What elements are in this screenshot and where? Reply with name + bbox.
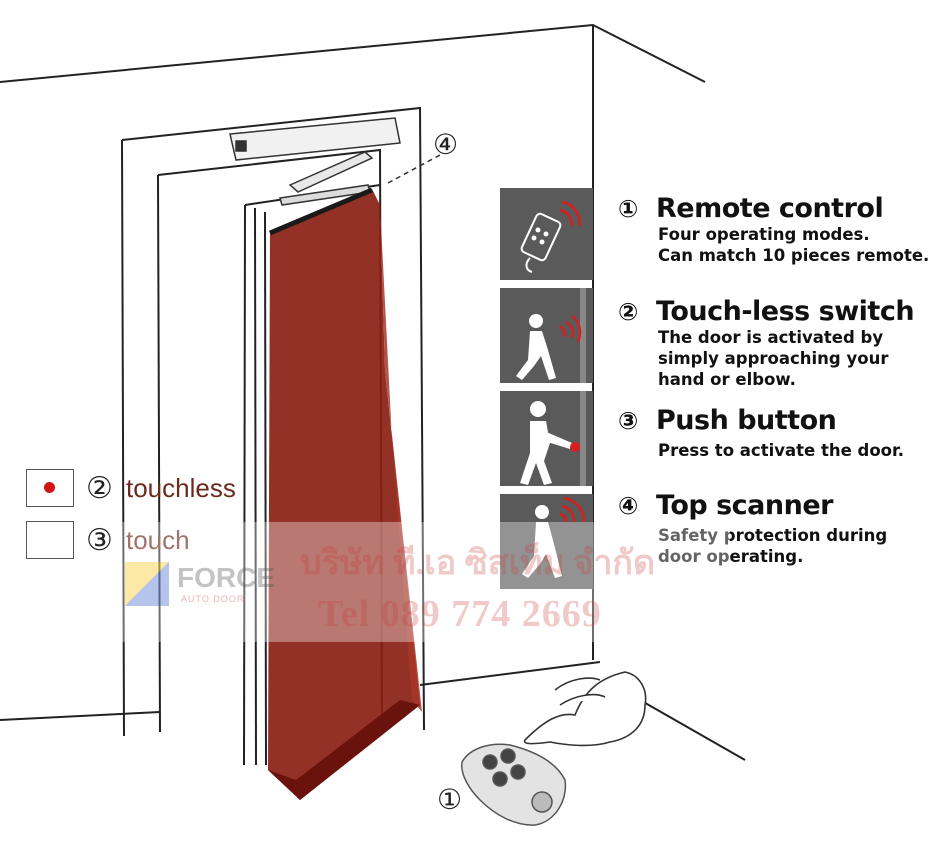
walking-person-scanner-icon: [500, 494, 593, 589]
logo-subtext: AUTO DOOR: [181, 594, 245, 604]
callout-leader: [387, 154, 441, 184]
legend-label: touch: [126, 524, 190, 555]
watermark-company: บริษัท ที.เอ ซิสเท็ม จำกัด: [300, 545, 656, 582]
feature-description: Press to activate the door.: [658, 441, 905, 460]
ceiling-line: [0, 23, 706, 83]
feature-title: Remote control: [656, 193, 884, 224]
legend-label: touchless: [126, 472, 236, 503]
logo-mark-icon: [125, 562, 169, 606]
legend-touchless: ② touchless: [26, 468, 236, 508]
feature-touchless-switch: ② Touch-less switch The door is activated…: [618, 296, 938, 390]
remote-signal-icon: [500, 188, 593, 280]
feature-title: Push button: [656, 405, 837, 436]
detection-beam: [268, 189, 420, 800]
remote-control: [461, 743, 567, 826]
door-frame-outer: [121, 106, 425, 731]
feature-title: Touch-less switch: [656, 296, 915, 327]
pointing-hand: [523, 671, 647, 747]
feature-number: ①: [618, 195, 639, 223]
floor-line-left: [0, 711, 161, 721]
walking-person-sensor-icon: [500, 288, 593, 383]
feature-title: Top scanner: [656, 490, 833, 521]
watermark-phone: Tel 089 774 2669: [318, 593, 602, 635]
person-pressing-button-icon: [500, 391, 593, 486]
feature-number: ④: [618, 492, 639, 520]
legend-number: ②: [86, 470, 113, 506]
legend-marker-empty: [26, 521, 74, 559]
floor-line-right: [639, 699, 746, 761]
feature-description: Safety protection during door operating.: [658, 526, 888, 566]
feature-number: ③: [618, 407, 639, 435]
door-leaf-edge: [243, 204, 246, 766]
feature-top-scanner: ④ Top scanner Safety protection during do…: [618, 490, 938, 567]
callout-remote: ①: [437, 783, 463, 816]
feature-description: Four operating modes. Can match 10 piece…: [658, 225, 930, 265]
feature-remote-control: ① Remote control Four operating modes. Ca…: [618, 193, 938, 266]
watermark-band: [120, 522, 730, 642]
legend-number: ③: [86, 522, 113, 558]
feature-description: The door is activated by simply approach…: [658, 328, 889, 389]
logo-text: FORCE: [177, 562, 275, 593]
door-operator: [229, 117, 401, 206]
legend-touch: ③ touch: [26, 520, 190, 560]
legend-marker-dot: [26, 469, 74, 507]
feature-push-button: ③ Push button Press to activate the door.: [618, 405, 938, 461]
floor-line-mid: [419, 661, 601, 686]
watermark-logo: FORCE AUTO DOOR: [125, 562, 285, 610]
callout-top-scanner: ④: [433, 128, 459, 161]
feature-number: ②: [618, 298, 639, 326]
